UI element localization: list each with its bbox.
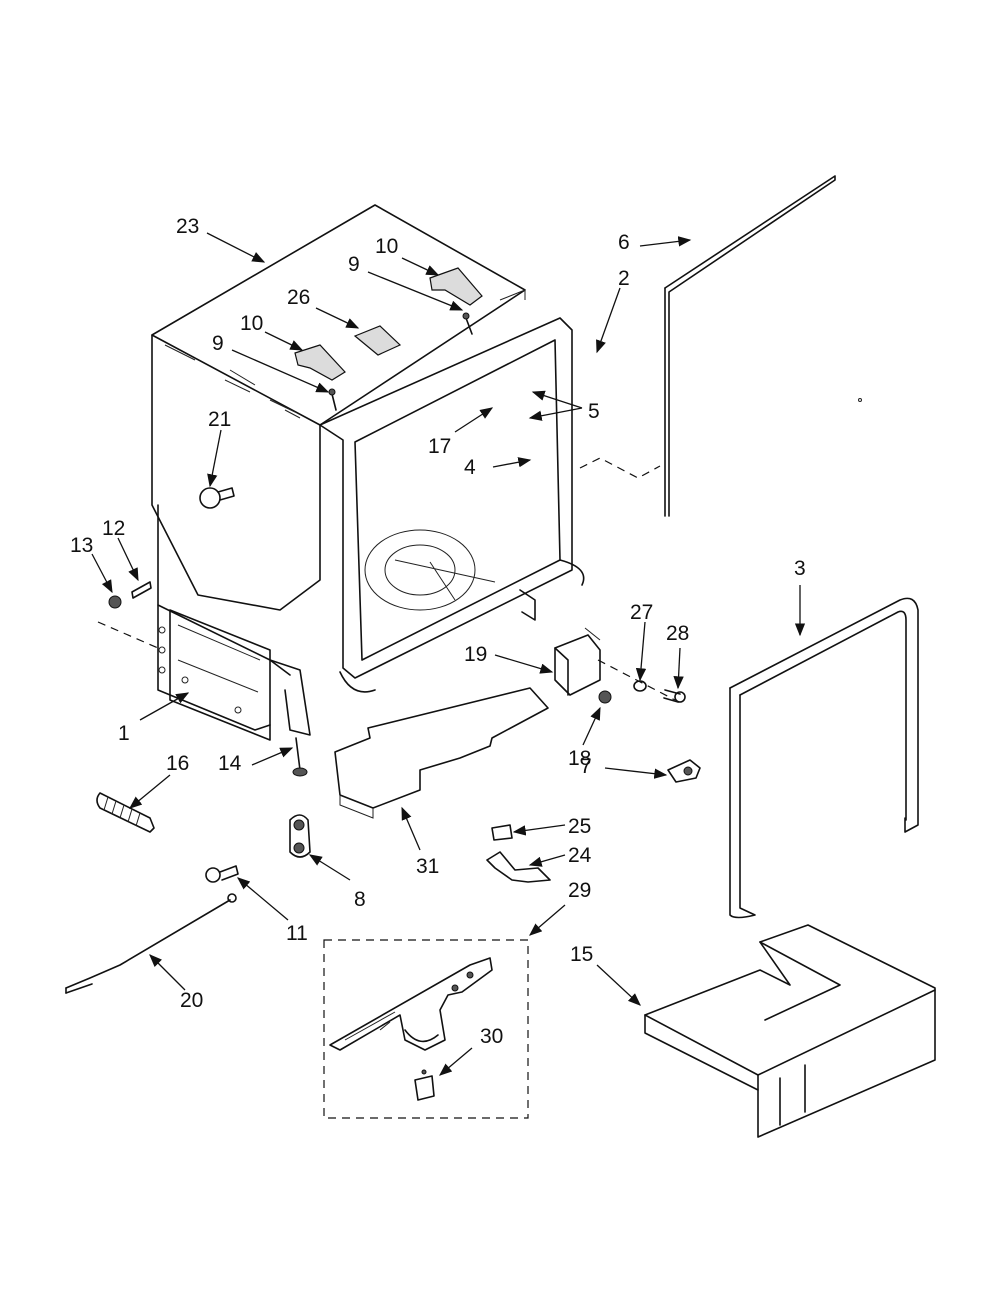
screw-11 xyxy=(205,865,239,883)
bracket-19 xyxy=(554,627,601,696)
label-plate-26 xyxy=(353,325,402,356)
screw-18 xyxy=(598,690,612,704)
callout-9-lower: 9 xyxy=(212,332,224,355)
hinge-bracket-10b xyxy=(294,344,346,381)
callout-18: 18 xyxy=(568,747,591,770)
shield-31 xyxy=(334,687,549,819)
callout-23: 23 xyxy=(176,215,199,238)
callout-9-upper: 9 xyxy=(348,253,360,276)
hinge-bracket-10a xyxy=(429,267,483,306)
side-panel-6 xyxy=(579,175,862,517)
callout-16: 16 xyxy=(166,752,189,775)
callout-12: 12 xyxy=(102,517,125,540)
callout-6: 6 xyxy=(618,231,630,254)
callout-26: 26 xyxy=(287,286,310,309)
tub-assembly xyxy=(151,204,585,741)
screw-25 xyxy=(491,824,513,841)
grommet-8 xyxy=(289,814,311,858)
callout-20: 20 xyxy=(180,989,203,1012)
alignment-line-left xyxy=(97,621,159,649)
hose-16 xyxy=(96,792,155,833)
callout-19: 19 xyxy=(464,643,487,666)
clip-7 xyxy=(667,759,701,783)
callout-24: 24 xyxy=(568,844,592,867)
callout-10-upper: 10 xyxy=(375,235,398,258)
callout-25: 25 xyxy=(568,815,591,838)
leader-lines xyxy=(91,232,806,1076)
callout-13: 13 xyxy=(70,534,93,557)
callout-2: 2 xyxy=(618,267,630,290)
bolt-21 xyxy=(199,487,235,509)
wire-20 xyxy=(65,893,237,994)
callout-10-lower: 10 xyxy=(240,312,263,335)
bracket-24 xyxy=(486,851,551,883)
screw-9b xyxy=(328,388,337,411)
callout-11: 11 xyxy=(286,922,308,945)
callout-14: 14 xyxy=(218,752,242,775)
callout-17: 17 xyxy=(428,435,451,458)
washer-27 xyxy=(633,680,647,692)
callout-27: 27 xyxy=(630,601,653,624)
leveling-leg-14 xyxy=(292,737,308,777)
callout-1: 1 xyxy=(118,722,130,745)
screw-28 xyxy=(663,689,686,703)
callout-4: 4 xyxy=(464,456,476,479)
callout-8: 8 xyxy=(354,888,366,911)
callout-7: 7 xyxy=(580,755,592,778)
callout-30: 30 xyxy=(480,1025,503,1048)
callout-29: 29 xyxy=(568,879,591,902)
gasket-3 xyxy=(729,597,919,919)
nut-13 xyxy=(108,595,122,609)
screw-12 xyxy=(131,581,152,599)
callout-31: 31 xyxy=(416,855,439,878)
screw-9a xyxy=(462,312,473,335)
callout-15: 15 xyxy=(570,943,593,966)
insulation-15 xyxy=(644,924,936,1138)
callout-labels: 23 10 9 26 10 9 21 6 2 17 5 4 13 12 1 16… xyxy=(70,215,806,1048)
callout-21: 21 xyxy=(208,408,231,431)
callout-3: 3 xyxy=(794,557,806,580)
callout-28: 28 xyxy=(666,622,689,645)
callout-5: 5 xyxy=(588,400,600,423)
float-switch-30 xyxy=(414,1069,435,1101)
inset-box-29 xyxy=(323,939,529,1119)
